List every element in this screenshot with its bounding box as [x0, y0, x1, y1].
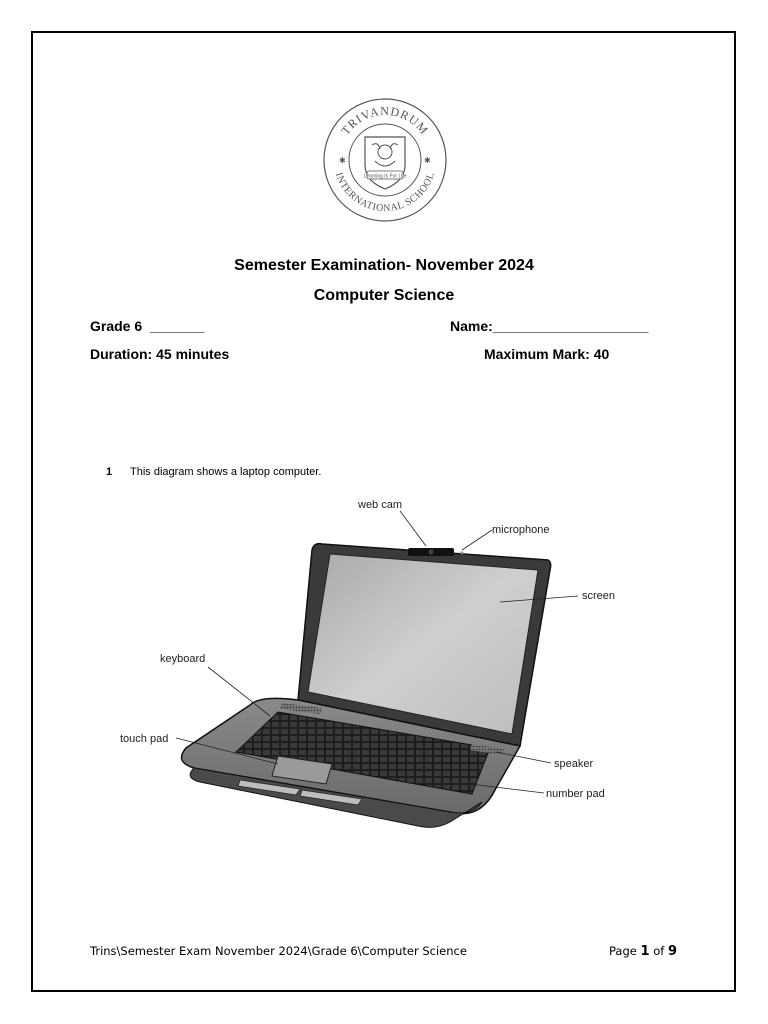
- page-prefix: Page: [609, 944, 641, 958]
- page-of: of: [649, 944, 668, 958]
- page-total: 9: [667, 944, 677, 959]
- label-touch-pad: touch pad: [120, 733, 168, 745]
- footer-path: Trins\Semester Exam November 2024\Grade …: [90, 944, 467, 958]
- label-microphone: microphone: [492, 524, 549, 536]
- duration-label: Duration: 45 minutes: [90, 346, 230, 362]
- school-logo: TRIVANDRUM INTERNATIONAL SCHOOL ✱ ✱ Lear…: [323, 98, 447, 222]
- page-border: [31, 31, 736, 992]
- speaker-grill-left: [280, 703, 322, 714]
- logo-motto: Learning Is For Life: [363, 174, 406, 180]
- subject-title: Computer Science: [313, 287, 455, 304]
- svg-text:✱: ✱: [339, 156, 346, 165]
- touch-pad-button-left: [237, 779, 301, 796]
- grade-field: Grade 6 _______: [90, 318, 205, 334]
- mic-dot: [460, 551, 464, 555]
- exam-title: Semester Examination- November 2024: [234, 257, 534, 274]
- laptop-screen: [307, 553, 539, 735]
- question-1: 1 This diagram shows a laptop computer.: [106, 466, 321, 478]
- page-current: 1: [640, 944, 650, 959]
- laptop-touch-pad: [271, 755, 333, 785]
- question-number: 1: [106, 466, 113, 478]
- label-screen: screen: [582, 590, 615, 602]
- label-keyboard: keyboard: [160, 653, 205, 665]
- laptop-diagram: web cam microphone screen keyboard touch…: [120, 499, 615, 828]
- label-web-cam: web cam: [357, 499, 402, 511]
- touch-pad-button-right: [299, 789, 363, 806]
- label-number-pad: number pad: [546, 788, 605, 800]
- footer-page-number: Page 1 of 9: [609, 944, 677, 959]
- max-mark-label: Maximum Mark: 40: [484, 346, 610, 362]
- laptop-keyboard: [234, 711, 491, 795]
- name-field: Name:____________________: [450, 318, 649, 334]
- question-text: This diagram shows a laptop computer.: [130, 466, 322, 478]
- label-speaker: speaker: [554, 758, 593, 770]
- webcam-lens: [428, 549, 434, 555]
- speaker-grill-right: [470, 744, 504, 755]
- svg-text:✱: ✱: [424, 156, 431, 165]
